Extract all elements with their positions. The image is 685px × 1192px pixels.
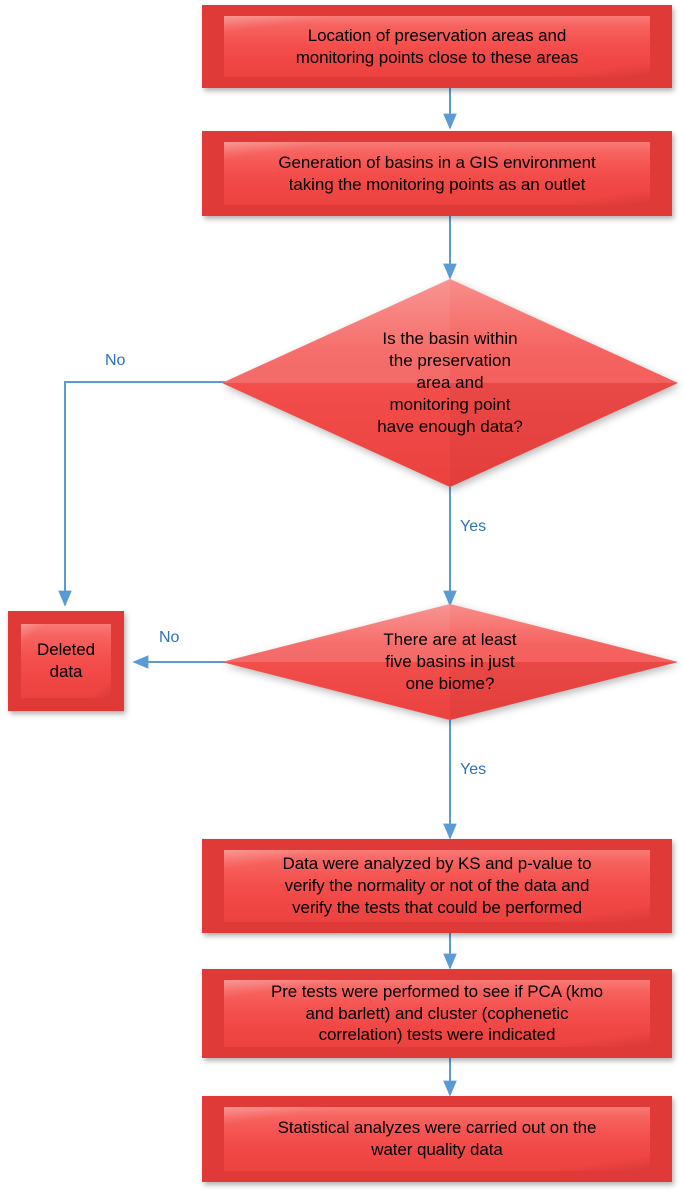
edge-decision-basin-to-deleted-data [58, 381, 225, 607]
node-pre-tests-pca-cluster[interactable]: Pre tests were performed to see if PCA (… [202, 969, 672, 1058]
edge-label-yes-decision-biome: Yes [460, 761, 487, 778]
decision-diamond-shape [222, 279, 678, 487]
decision-diamond-shape-2 [222, 604, 678, 720]
edge-label-yes-decision-basin: Yes [460, 518, 487, 535]
node-ks-and-p-value-analysis[interactable]: Data were analyzed by KS and p-value to … [202, 839, 672, 933]
node-ks-pvalue-label: Data were analyzed by KS and p-value to … [282, 854, 592, 917]
node-statistical-analyzes[interactable]: Statistical analyzes were carried out on… [202, 1096, 672, 1182]
node-generation-of-basins[interactable]: Generation of basins in a GIS environmen… [202, 131, 672, 216]
edge-label-no-decision-biome: No [159, 629, 180, 646]
node-deleted-data-label: Deleted data [37, 640, 95, 681]
node-location-of-preservation-areas[interactable]: Location of preservation areas and monit… [202, 5, 672, 88]
node-deleted-data[interactable]: Deleted data [8, 611, 124, 711]
node-decision-five-basins-one-biome[interactable]: There are at least five basins in just o… [222, 604, 678, 720]
node-statistical-analyzes-label: Statistical analyzes were carried out on… [277, 1118, 597, 1159]
node-location-label: Location of preservation areas and monit… [295, 25, 579, 67]
node-decision-basin-within-preservation-area[interactable]: Is the basin within the preservation are… [222, 279, 678, 487]
node-pre-tests-label: Pre tests were performed to see if PCA (… [270, 981, 604, 1045]
edge-label-no-decision-basin: No [105, 352, 126, 369]
node-generation-label: Generation of basins in a GIS environmen… [278, 152, 596, 194]
